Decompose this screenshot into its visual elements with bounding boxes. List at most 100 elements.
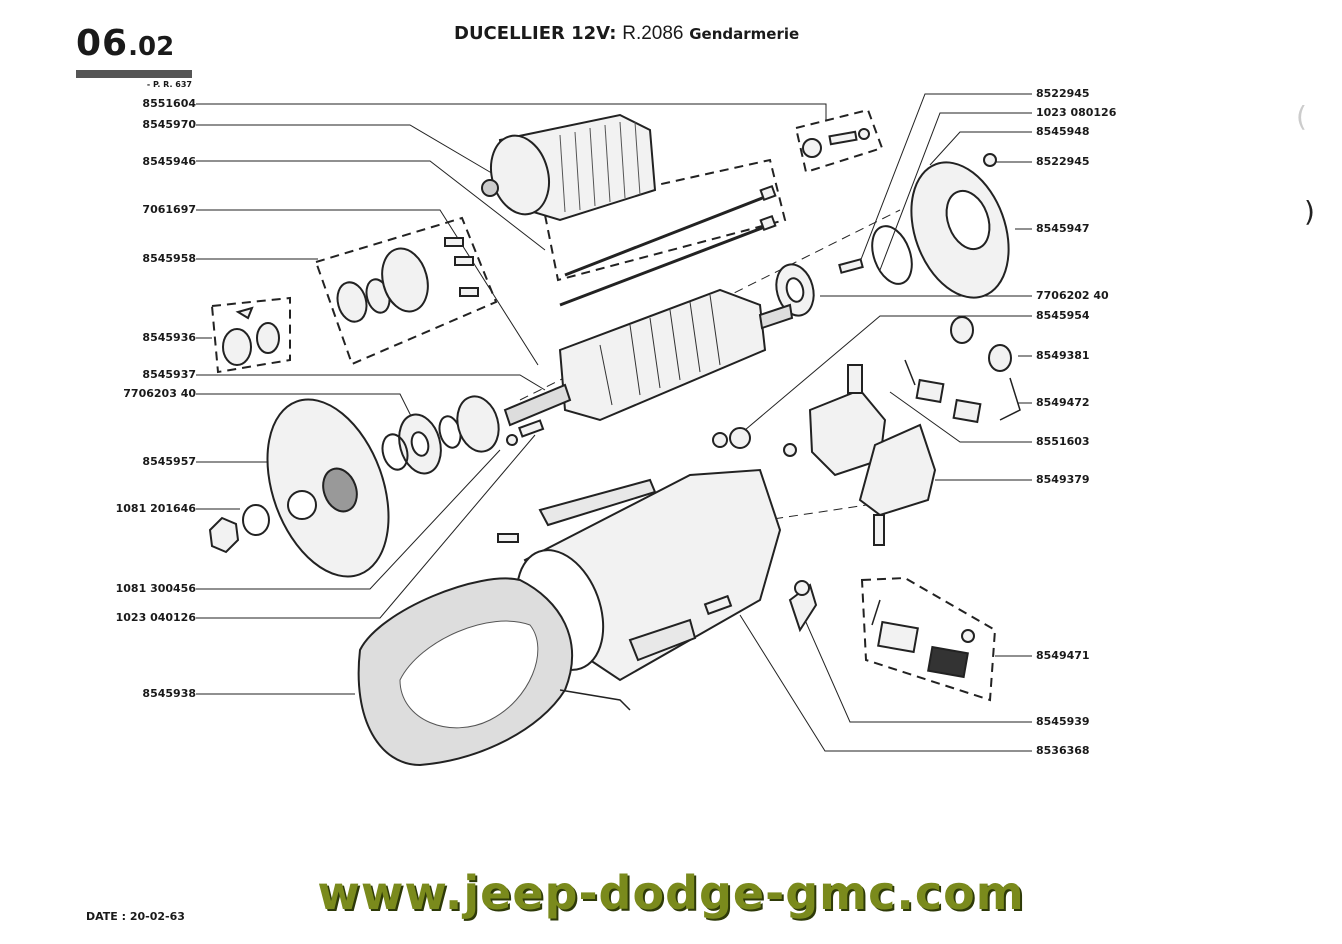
leader-line (859, 93, 1032, 263)
group-box (794, 108, 884, 174)
brush-lead (999, 377, 1021, 421)
housing-bore (287, 490, 317, 520)
part-label: 8545939 (1036, 715, 1090, 728)
bolt-head (759, 214, 777, 232)
print-date: DATE : 20-02-63 (86, 910, 185, 923)
part-label: 8549381 (1036, 349, 1090, 362)
part-label: 7706203 40 (123, 387, 196, 400)
pinion (222, 328, 252, 366)
brush-cover (858, 423, 937, 517)
part-label: 8545938 (142, 687, 196, 700)
part-label: 8545958 (142, 252, 196, 265)
group-box (542, 158, 787, 282)
part-label: 8545948 (1036, 125, 1090, 138)
terminal-screw (703, 594, 733, 616)
washer (802, 138, 822, 158)
bolt (459, 287, 479, 297)
armature (558, 288, 767, 422)
screw (828, 130, 858, 146)
title-brand: DUCELLIER 12V: (454, 23, 617, 44)
bolt-head (759, 184, 777, 202)
terminal-post (847, 364, 863, 394)
armature-shaft (503, 383, 572, 427)
terminal-nut (783, 443, 797, 457)
brush (877, 620, 919, 654)
group-box (210, 296, 291, 374)
part-label: 8545936 (142, 331, 196, 344)
leader-line (196, 374, 546, 391)
part-label: 8545957 (142, 455, 196, 468)
page-reference: - P. R. 637 (146, 80, 192, 89)
small-screw (838, 258, 864, 274)
leader-line (196, 449, 501, 590)
group-box (314, 216, 498, 366)
leader-line (929, 131, 1032, 166)
binder-hole-mark: ( (1296, 100, 1307, 133)
group-box (860, 576, 997, 702)
terminal-nut (729, 427, 751, 449)
leader-line (196, 103, 827, 120)
brush (927, 645, 969, 679)
key (235, 306, 254, 320)
through-bolt (564, 193, 771, 277)
binder-hole-mark: ) (1304, 195, 1315, 228)
starter-pinion (481, 179, 499, 197)
screw-head (858, 128, 870, 140)
leader-line (804, 619, 1032, 723)
part-label: 8522945 (1036, 87, 1090, 100)
part-label: 8545937 (142, 368, 196, 381)
terminal-nut (712, 432, 728, 448)
bracket-bore (945, 189, 991, 251)
small-bolt (518, 419, 545, 438)
terminal-eye (961, 629, 975, 643)
housing-window (322, 467, 358, 513)
part-label: 8545970 (142, 118, 196, 131)
seal (256, 322, 280, 354)
part-label: 1081 201646 (115, 502, 196, 515)
watermark-url: www.jeep-dodge-gmc.com (317, 866, 1025, 920)
brush (915, 378, 945, 404)
yoke-foot (628, 618, 697, 662)
through-bolt (559, 223, 771, 307)
lock-washer (242, 504, 270, 536)
leader-line (744, 315, 1032, 431)
part-label: 8545947 (1036, 222, 1090, 235)
leader-line (196, 160, 546, 251)
small-washer (506, 434, 518, 446)
part-label: 1023 040126 (115, 611, 196, 624)
page-number-major: 06 (76, 23, 129, 64)
part-label: 1081 300456 (115, 582, 196, 595)
leader-line (196, 209, 539, 366)
brush-plate-left (456, 395, 500, 453)
yoke-screw (497, 533, 519, 543)
spring (950, 316, 974, 344)
bolt (444, 237, 464, 247)
page-title: DUCELLIER 12V: R.2086 Gendarmerie (454, 23, 799, 45)
yoke-bracket (538, 478, 657, 527)
o-ring (871, 225, 913, 285)
part-label: 8549472 (1036, 396, 1090, 409)
brush (952, 398, 982, 424)
part-label: 8522945 (1036, 155, 1090, 168)
nut (983, 153, 997, 167)
part-label: 7706202 40 (1036, 289, 1109, 302)
leader-line (889, 391, 1032, 443)
brush-plate (381, 247, 429, 313)
brush-lead (871, 599, 881, 626)
leader-line (196, 124, 496, 176)
part-label: 8545946 (142, 155, 196, 168)
part-label: 8545954 (1036, 309, 1090, 322)
page-number-minor: .02 (128, 32, 175, 62)
terminal-post-lower (873, 514, 885, 546)
title-model: R.2086 (622, 23, 684, 44)
part-label: 8549471 (1036, 649, 1090, 662)
leader-line (739, 614, 1032, 752)
part-label: 7061697 (142, 203, 196, 216)
ring (381, 433, 409, 471)
hex-nut (208, 516, 240, 554)
title-variant: Gendarmerie (689, 25, 800, 43)
bolt (454, 256, 474, 266)
brush-lead (904, 359, 916, 386)
armature-shaft-rear (758, 303, 794, 330)
terminal-stud-nut (794, 580, 810, 596)
